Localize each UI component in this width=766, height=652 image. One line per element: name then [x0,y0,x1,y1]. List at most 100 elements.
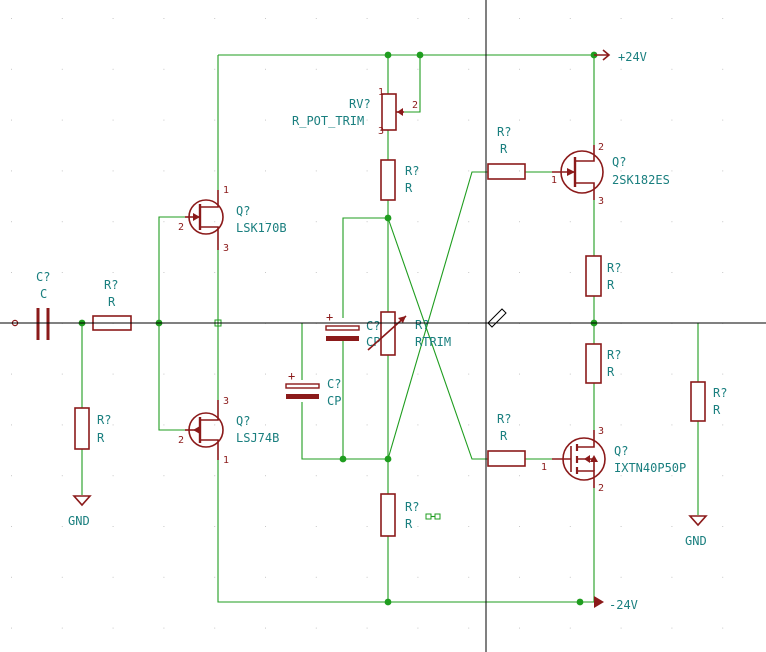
r-upper-mid-ref: R? [405,164,419,178]
grid-dot [61,526,63,527]
capacitor-cp-upper[interactable]: + C? CP [325,310,380,349]
grid-dot [163,272,165,273]
wire-cross-a [387,217,488,460]
grid-dot [366,272,368,273]
resistor-src-upper[interactable]: R? R [585,255,621,297]
grid-dot [11,170,12,172]
grid-dot [519,424,520,426]
grid-dot [519,627,520,629]
grid-dot [315,475,317,477]
grid-dot [265,627,266,629]
jfet-q-out-upper[interactable]: 1 2 3 Q? 2SK182ES [551,142,670,207]
grid-dot [468,526,470,527]
c-input-ref: C? [36,270,50,284]
grid-dot [671,576,673,578]
mosfet-q-out-lower[interactable]: 1 3 2 Q? IXTN40P50P [541,426,686,494]
grid-dot [417,68,419,70]
grid-dot [11,119,12,121]
resistor-lower-mid[interactable]: R? R [380,493,419,537]
grid-dot [468,475,470,477]
power-flag-positive: +24V [594,49,647,64]
pencil-icon [487,308,507,328]
grid-dot [163,526,165,527]
rv-pin-2: 2 [412,100,418,111]
wire-cp-upper-bot [342,340,388,460]
grid-dot [519,373,520,375]
wire-pot-wiper [400,55,421,113]
grid-dot [417,576,419,578]
wire-q-lower-drain [217,460,594,603]
q-out-lower-ref: Q? [614,444,628,458]
resistor-gate-upper[interactable]: R? R [487,125,526,180]
grid-dot [366,424,368,426]
grid-dot [519,18,520,19]
grid-dot [61,475,63,477]
grid-dot [519,526,520,527]
resistor-rtrim[interactable]: R? RTRIM [367,311,451,356]
grid-dot [61,272,63,273]
capacitor-input[interactable]: C? C [36,270,50,340]
jfet-q-upper[interactable]: 2 1 3 Q? LSK170B [178,185,287,254]
resistor-gate-lower[interactable]: R? R [487,412,526,467]
grid-dot [265,68,266,70]
resistor-src-lower[interactable]: R? R [585,343,621,384]
grid-dot [468,373,470,375]
grid-dot [61,627,63,629]
gnd-symbol-right: GND [685,515,708,548]
grid-dot [722,170,724,172]
grid-dot [519,68,520,70]
grid-dot [265,475,266,477]
grid-dot [214,119,216,121]
grid-dot [315,373,317,375]
grid-dot [112,424,114,426]
grid-dot [61,119,63,121]
grid-dot [671,627,673,629]
rv-value: R_POT_TRIM [292,114,364,128]
grid-dot [315,170,317,172]
grid-dot [11,526,12,527]
r-input-gnd-ref: R? [97,413,111,427]
grid-dot [366,119,368,121]
q-upper-ref: Q? [236,204,250,218]
grid-dot [265,18,266,19]
grid-dot [11,576,12,578]
grid-dot [112,221,114,223]
grid-dot [468,576,470,578]
grid-dot [671,170,673,172]
grid-dot [620,627,622,629]
grid-dot [620,475,622,477]
grid-dot [468,627,470,629]
q-out-lower-value: IXTN40P50P [614,461,686,475]
rv-pin-3: 3 [378,126,384,137]
resistor-input[interactable]: R? R [92,278,132,331]
grid-dot [163,119,165,121]
jfet-q-lower[interactable]: 2 3 1 Q? LSJ74B [178,396,279,466]
resistor-upper-mid[interactable]: R? R [380,159,419,201]
grid-dot [366,475,368,477]
potentiometer-rv-trim[interactable]: 1 2 3 RV? R_POT_TRIM [292,87,418,137]
grid-dot [315,526,317,527]
q-lower-pin-3: 3 [223,396,229,407]
resistor-load[interactable]: R? R [690,381,727,422]
grid-dot [112,526,114,527]
cp-lower-ref: C? [327,377,341,391]
grid-dot [671,475,673,477]
grid-dot [214,373,216,375]
grid-dot [163,221,165,223]
grid-dot [569,576,571,578]
q-out-upper-pin-1: 1 [551,175,557,186]
rv-ref: RV? [349,97,371,111]
capacitor-cp-lower[interactable]: + C? CP [285,369,341,408]
r-input-value: R [108,295,116,309]
grid-dot [417,18,419,19]
resistor-input-gnd[interactable]: R? R [74,407,111,450]
grid-dot [722,68,724,70]
grid-dot [11,221,12,223]
grid-dot [315,272,317,273]
grid-dot [315,424,317,426]
grid-dot [214,475,216,477]
grid-dot [620,373,622,375]
grid-dot [61,170,63,172]
grid-dot [315,221,317,223]
